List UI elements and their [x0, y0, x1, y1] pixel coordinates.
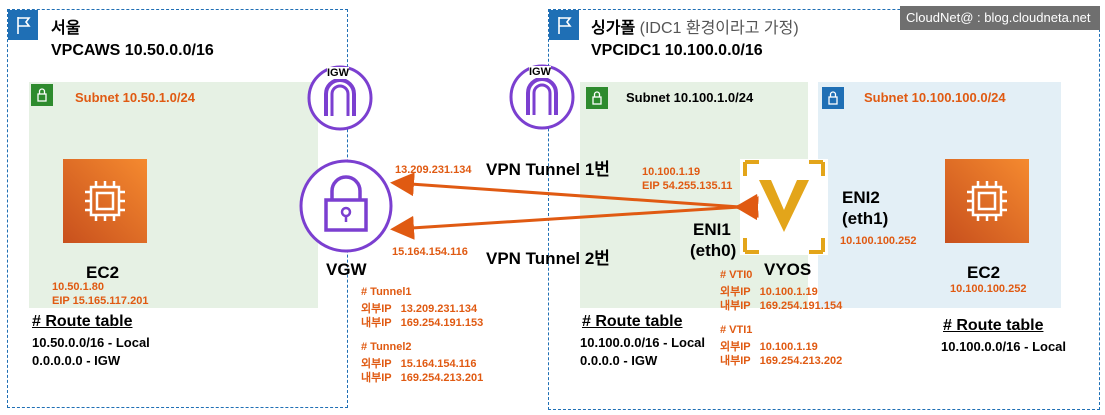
- route-table-singapore-2-row: 10.100.0.0/16 - Local: [941, 339, 1067, 354]
- route-table-singapore-1-title: # Route table: [582, 313, 683, 330]
- route-table-singapore-2-title: # Route table: [943, 317, 1044, 334]
- subnet-seoul-label: Subnet 10.50.1.0/24: [75, 90, 195, 105]
- igw-seoul-icon: [306, 64, 374, 137]
- tunnel2-inner-ip: 내부IP 169.254.213.201: [361, 372, 484, 384]
- tunnel1-inner-ip: 내부IP 169.254.191.153: [361, 317, 484, 329]
- vpc-seoul-label: VPCAWS 10.50.0.0/16: [51, 42, 214, 59]
- lock-icon: [586, 87, 608, 109]
- lock-icon: [31, 84, 53, 106]
- vti0-title: # VTI0: [720, 269, 753, 281]
- vti0-inner-ip: 내부IP 169.254.191.154: [720, 300, 843, 312]
- eni2-label: ENI2: [842, 188, 880, 207]
- route-table-seoul-row: 10.50.0.0/16 - Local: [32, 335, 150, 350]
- tunnel1-arrow: [390, 172, 759, 221]
- region-singapore-title: 싱가폴 (IDC1 환경이라고 가정): [591, 14, 799, 38]
- vgw-label: VGW: [326, 260, 367, 279]
- ec2-icon: [945, 159, 1029, 243]
- igw-seoul-label: IGW: [327, 67, 349, 79]
- igw-singapore-icon: [508, 63, 576, 136]
- region-seoul: 서울: [51, 20, 81, 37]
- region-singapore-note: (IDC1 환경이라고 가정): [639, 20, 799, 37]
- ec2-icon: [63, 159, 147, 243]
- eni2-ip: 10.100.100.252: [840, 235, 917, 247]
- vpc-singapore-label: VPCIDC1 10.100.0.0/16: [591, 42, 763, 59]
- ec2-singapore-ip: 10.100.100.252: [950, 283, 1027, 295]
- flag-icon: [8, 10, 38, 40]
- route-table-seoul-row: 0.0.0.0.0 - IGW: [32, 353, 121, 368]
- eth0-label: (eth0): [690, 241, 737, 260]
- vti1-outer-ip: 외부IP 10.100.1.19: [720, 341, 818, 353]
- ec2-seoul-label: EC2: [86, 263, 120, 282]
- ec2-seoul-ip: 10.50.1.80: [52, 281, 104, 293]
- tunnel2-arrow: [390, 193, 759, 240]
- region-singapore: 싱가폴: [591, 20, 636, 37]
- ec2-seoul-eip: EIP 15.165.117.201: [52, 295, 149, 307]
- vyos-label: VYOS: [764, 260, 812, 279]
- subnet-singapore-2-label: Subnet 10.100.100.0/24: [864, 90, 1006, 105]
- tunnel2-label: VPN Tunnel 2번: [486, 249, 610, 268]
- ec2-singapore-label: EC2: [967, 263, 1001, 282]
- route-table-singapore-1-row: 0.0.0.0 - IGW: [580, 353, 658, 368]
- vgw-tunnel2-ip: 15.164.154.116: [392, 246, 468, 258]
- vti1-inner-ip: 내부IP 169.254.213.202: [720, 355, 843, 367]
- lock-icon: [822, 87, 844, 109]
- tunnel1-label: VPN Tunnel 1번: [486, 160, 610, 179]
- eth1-label: (eth1): [842, 209, 889, 228]
- tunnel2-title: # Tunnel2: [361, 341, 412, 353]
- subnet-singapore-1-label: Subnet 10.100.1.0/24: [626, 90, 754, 105]
- vti1-title: # VTI1: [720, 324, 753, 336]
- tunnel1-title: # Tunnel1: [361, 286, 412, 298]
- tunnel1-outer-ip: 외부IP 13.209.231.134: [361, 303, 478, 315]
- igw-singapore-label: IGW: [529, 66, 551, 78]
- route-table-seoul-title: # Route table: [32, 313, 133, 330]
- flag-icon: [549, 10, 579, 40]
- route-table-singapore-1-row: 10.100.0.0/16 - Local: [580, 335, 706, 350]
- tunnel2-outer-ip: 외부IP 15.164.154.116: [361, 358, 477, 370]
- vti0-outer-ip: 외부IP 10.100.1.19: [720, 286, 818, 298]
- watermark: CloudNet@ : blog.cloudneta.net: [900, 6, 1100, 30]
